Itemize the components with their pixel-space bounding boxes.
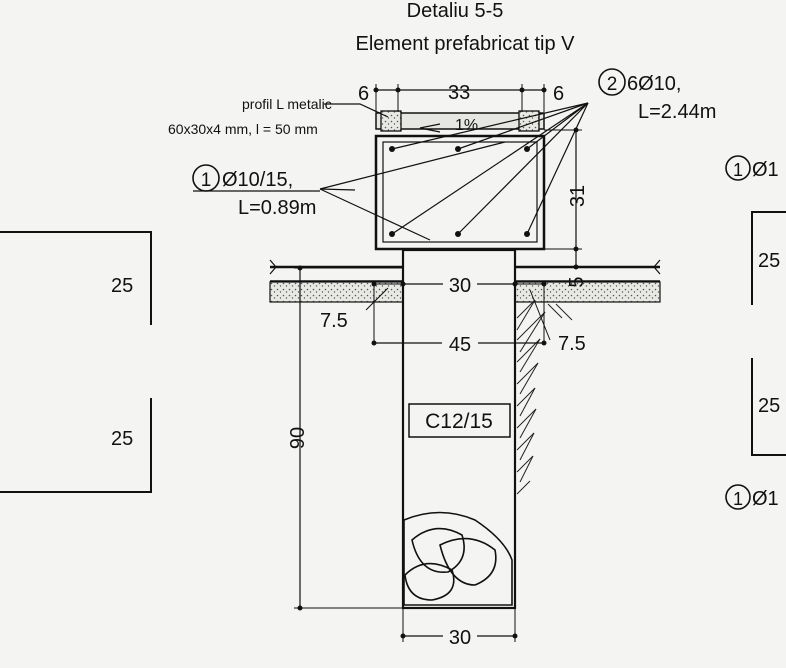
right-partial-detail: 1 Ø1 25 25 1 Ø1 xyxy=(725,155,786,510)
concrete-label-box xyxy=(408,403,511,438)
footing-width-dimension: 45 xyxy=(371,330,547,356)
left-dim-lower: 25 xyxy=(111,428,133,450)
dim-wall-width: 30 xyxy=(449,275,471,297)
bar2-callout: 2 6Ø10, L=2.44m xyxy=(598,68,716,123)
bar2-marker: 2 xyxy=(607,74,618,95)
offset-dimensions: 7.5 7.5 xyxy=(320,281,586,355)
bar2-length: L=2.44m xyxy=(638,101,716,123)
wall-width-dimension: 30 xyxy=(400,271,518,297)
gravel-layer-left xyxy=(269,281,404,303)
dim-channel-height: 31 xyxy=(567,185,589,207)
left-partial-detail: 25 25 xyxy=(0,231,152,493)
drawing-title: Detaliu 5-5 xyxy=(407,0,504,22)
bottom-width-dimension: 30 xyxy=(400,608,518,649)
profile-label-line2: 60x30x4 mm, l = 50 mm xyxy=(168,121,318,137)
cover-slab xyxy=(375,112,545,130)
dim-top-left: 6 xyxy=(358,83,369,105)
bar2-spec: 6Ø10, xyxy=(627,73,681,95)
dim-bottom-width: 30 xyxy=(449,627,471,649)
dim-top-mid: 33 xyxy=(448,82,470,104)
right-dim-upper: 25 xyxy=(758,250,780,272)
dim-top-right: 6 xyxy=(553,83,564,105)
bar1-length: L=0.89m xyxy=(238,197,316,219)
drawing-subtitle: Element prefabricat tip V xyxy=(356,33,576,55)
right-marker-upper: 1 xyxy=(733,160,743,180)
concrete-label: C12/15 xyxy=(425,410,493,433)
profile-label-line1: profil L metalic xyxy=(242,96,332,112)
rebar-dots xyxy=(389,146,530,237)
dim-footing-width: 45 xyxy=(449,334,471,356)
leader-lines xyxy=(319,102,589,241)
prefab-element-outer xyxy=(374,134,546,251)
right-vertical-dimension: 31 5 xyxy=(544,127,589,288)
right-marker-lower: 1 xyxy=(733,489,743,509)
slope-arrow xyxy=(419,123,441,133)
right-spec-lower: Ø1 xyxy=(752,488,779,510)
bar1-callout: 1 Ø10/15, L=0.89m xyxy=(192,164,320,219)
right-spec-upper: Ø1 xyxy=(752,159,779,181)
dim-offset-left: 7.5 xyxy=(320,310,348,332)
dim-offset-right: 7.5 xyxy=(558,333,586,355)
prefab-element-inner xyxy=(382,141,538,243)
left-dim-upper: 25 xyxy=(111,275,133,297)
rubble-fill xyxy=(403,511,513,606)
steel-angle-left xyxy=(380,110,402,132)
bar1-spec: Ø10/15, xyxy=(222,169,293,191)
dim-depth: 90 xyxy=(287,427,309,449)
dim-slab: 5 xyxy=(566,276,588,287)
depth-dimension: 90 xyxy=(287,265,403,611)
bar1-marker: 1 xyxy=(201,170,212,191)
right-dim-lower: 25 xyxy=(758,395,780,417)
top-dimension: 6 33 6 xyxy=(358,82,564,112)
